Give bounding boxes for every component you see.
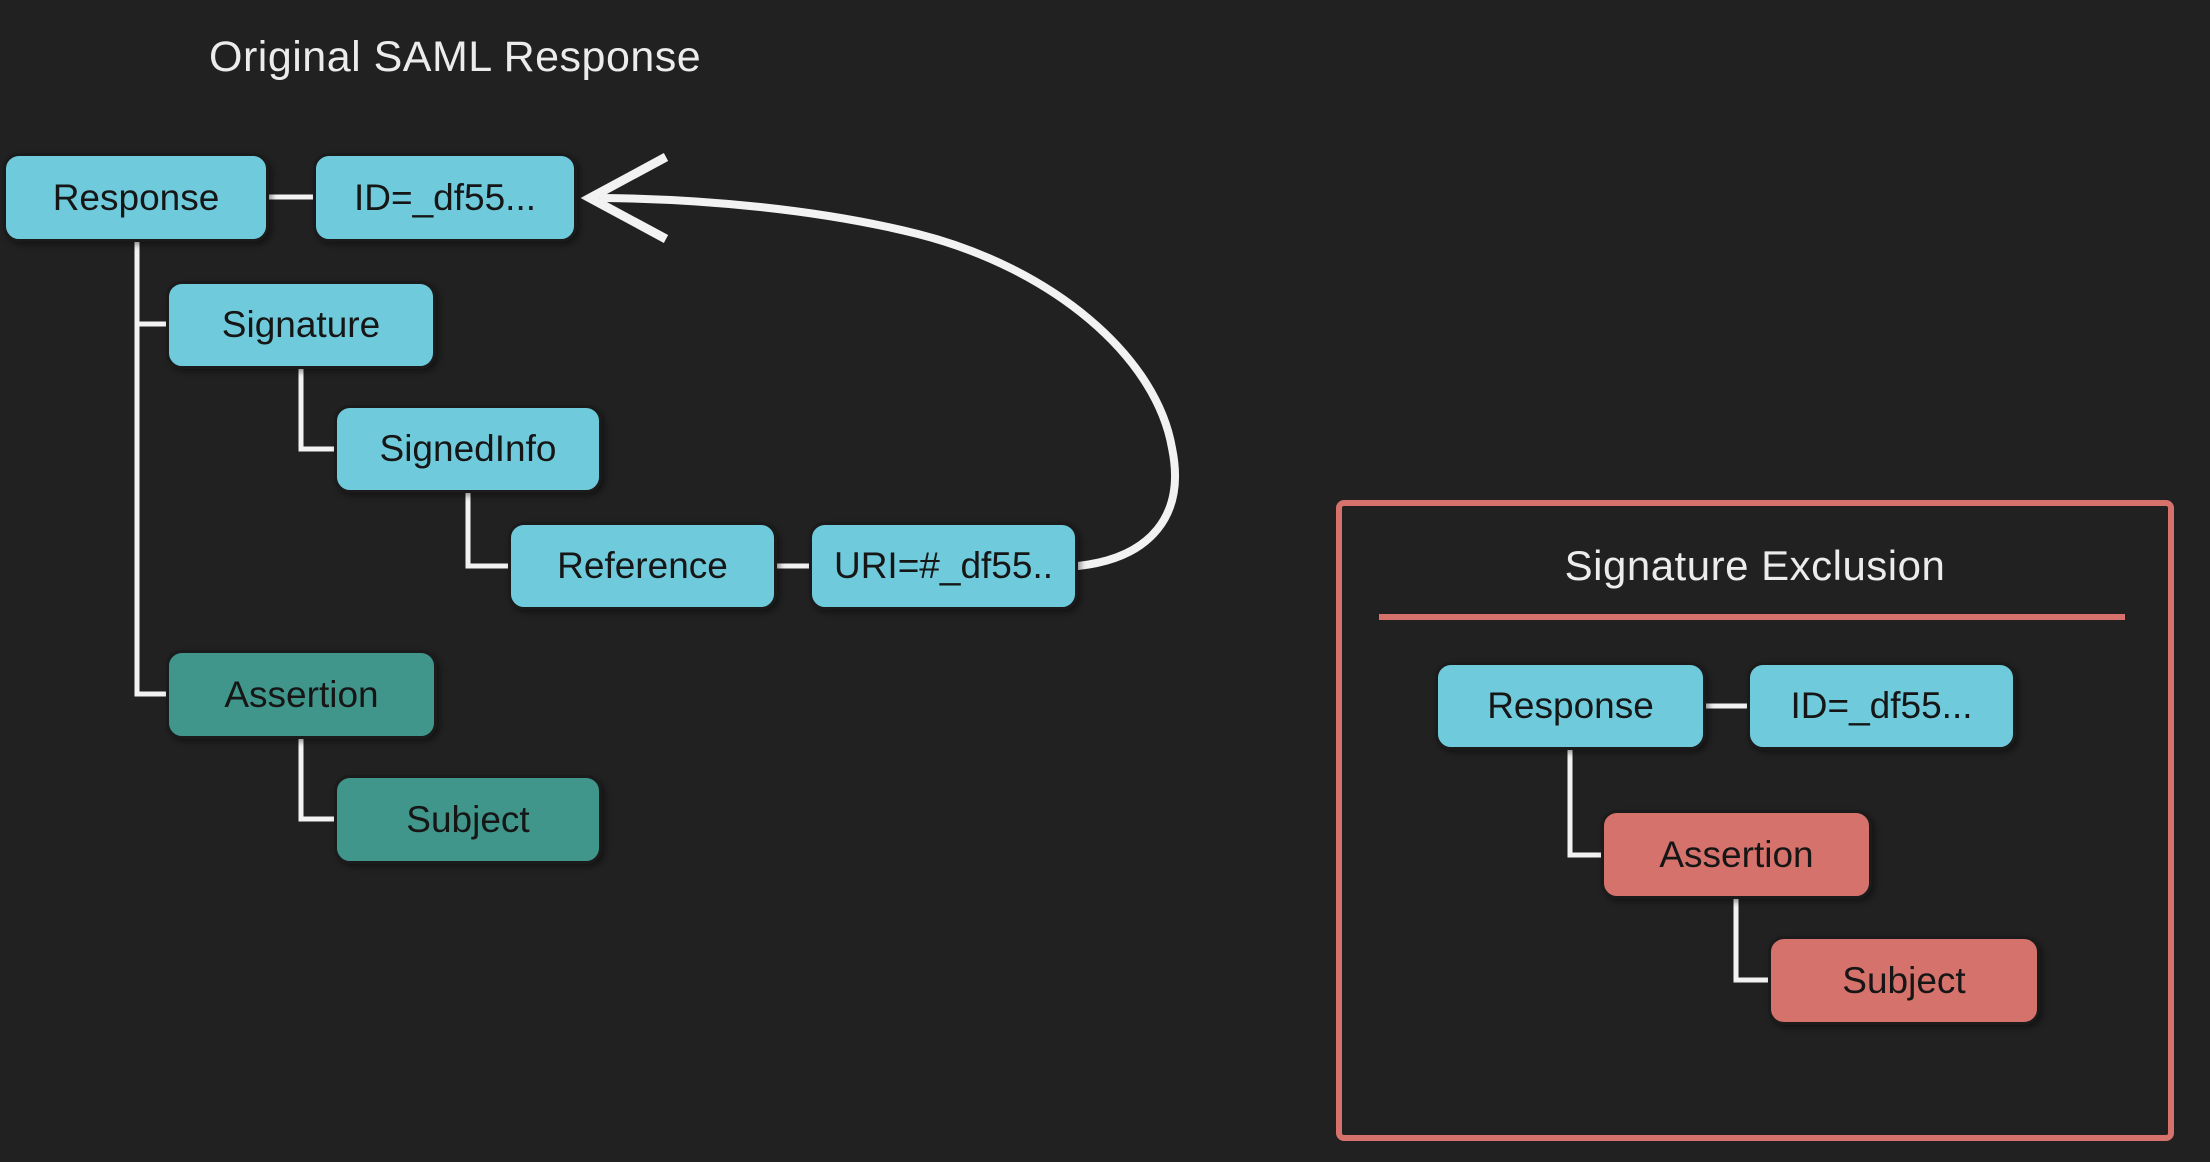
left-diagram-title: Original SAML Response — [209, 33, 702, 81]
panel-node-id-attribute: ID=_df55... — [1747, 662, 2016, 750]
node-signature: Signature — [166, 281, 436, 369]
panel-title-underline — [1379, 614, 2125, 620]
node-id-attribute: ID=_df55... — [313, 153, 577, 242]
panel-node-subject: Subject — [1768, 936, 2040, 1025]
node-reference: Reference — [508, 522, 777, 610]
edge-signature-signedinfo — [298, 369, 334, 452]
signature-exclusion-panel — [1336, 500, 2174, 1141]
panel-title: Signature Exclusion — [1564, 542, 1946, 589]
edge-assertion-subject — [298, 739, 334, 822]
panel-node-assertion: Assertion — [1601, 810, 1872, 899]
node-assertion: Assertion — [166, 650, 437, 739]
node-uri-attribute: URI=#_df55.. — [809, 522, 1078, 610]
arrowhead-icon — [580, 153, 669, 243]
node-signedinfo: SignedInfo — [334, 405, 602, 493]
node-response: Response — [3, 153, 269, 242]
uri-to-id-reference-curve — [600, 194, 1179, 570]
panel-node-response: Response — [1435, 662, 1706, 750]
node-subject: Subject — [334, 775, 602, 864]
edge-response-assertion — [134, 242, 166, 697]
edge-signedinfo-reference — [465, 493, 508, 569]
